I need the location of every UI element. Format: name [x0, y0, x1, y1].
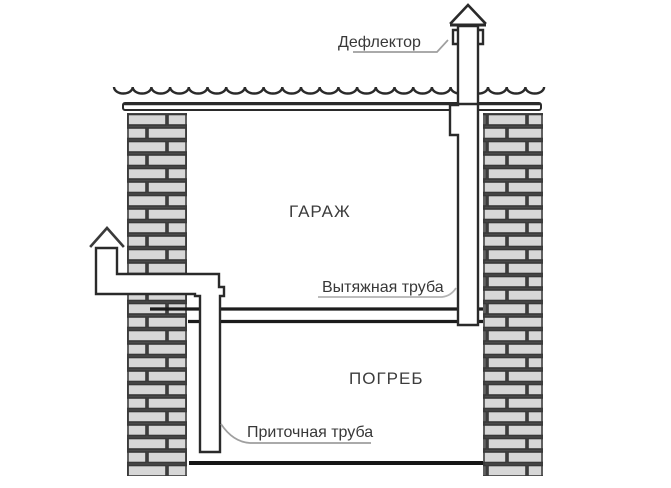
exhaust-pipe-label: Вытяжная труба: [322, 279, 444, 296]
deflector-icon: [449, 3, 487, 46]
exhaust-pipe: [448, 24, 480, 327]
roof-wave: [112, 86, 546, 95]
supply-pipe-label: Приточная труба: [247, 424, 373, 441]
right-brick-wall: [483, 113, 543, 476]
deflector-label: Дефлектор: [338, 34, 421, 51]
cellar-label: ПОГРЕБ: [349, 369, 423, 388]
supply-pipe: [94, 246, 226, 454]
supply-pipe-cap-icon: [89, 226, 125, 248]
supply-pipe-leader-line: [220, 423, 371, 444]
garage-label: ГАРАЖ: [289, 202, 351, 221]
deflector-left-bracket-icon: [451, 28, 459, 46]
deflector-right-bracket-icon: [477, 28, 485, 46]
exhaust-pipe-leader-line: [318, 287, 457, 298]
deflector-leader-line: [353, 39, 449, 53]
